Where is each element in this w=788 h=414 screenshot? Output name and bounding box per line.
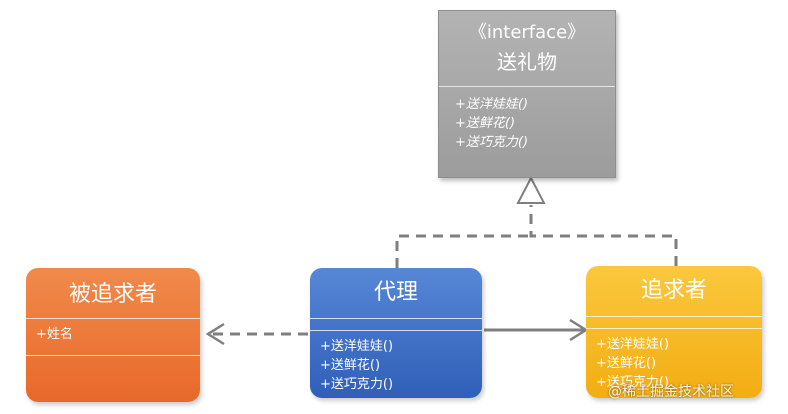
interface-operations: +送洋娃娃() +送鲜花() +送巧克力() [439,87,615,152]
watermark: @稀土掘金技术社区 [608,384,734,400]
association-arrowhead [569,318,589,342]
class-operation: +送鲜花() [596,356,657,371]
class-divider [310,330,482,331]
class-name-pursued: 被追求者 [68,282,157,307]
interface-operation: +送洋娃娃() [455,97,529,112]
dependency-arrowhead [205,322,225,346]
class-name-pursuer: 追求者 [640,278,707,303]
class-divider [310,318,482,319]
interface-operation: +送鲜花() [455,116,516,131]
class-operations-proxy: +送洋娃娃() +送鲜花() +送巧克力() [320,337,393,394]
realization-line-proxy [395,234,531,268]
class-divider [26,355,200,356]
class-name-proxy: 代理 [373,280,418,305]
class-operation: +送鲜花() [320,358,381,373]
interface-name: 送礼物 [497,50,557,74]
class-attribute: +姓名 [36,327,73,342]
class-divider [26,318,200,319]
class-divider [586,328,762,329]
interface-header: 《interface》 送礼物 [439,11,615,87]
class-operation: +送巧克力() [320,377,394,392]
class-attributes-pursued: +姓名 [36,325,73,344]
class-box-pursuer[interactable]: 追求者 +送洋娃娃() +送鲜花() +送巧克力() [586,266,762,398]
interface-box-gift[interactable]: 《interface》 送礼物 +送洋娃娃() +送鲜花() +送巧克力() [438,10,616,178]
class-box-pursued[interactable]: 被追求者 +姓名 [26,268,200,402]
class-operation: +送洋娃娃() [596,337,670,352]
class-divider [586,316,762,317]
interface-stereotype: 《interface》 [468,22,586,43]
realization-arrowhead [516,175,546,204]
realization-line-pursuer [529,205,678,266]
class-operation: +送洋娃娃() [320,339,394,354]
class-box-proxy[interactable]: 代理 +送洋娃娃() +送鲜花() +送巧克力() [310,268,482,398]
interface-operation: +送巧克力() [455,135,529,150]
class-operations-pursuer: +送洋娃娃() +送鲜花() +送巧克力() [596,335,669,392]
class-operation: +送巧克力() [596,375,670,390]
